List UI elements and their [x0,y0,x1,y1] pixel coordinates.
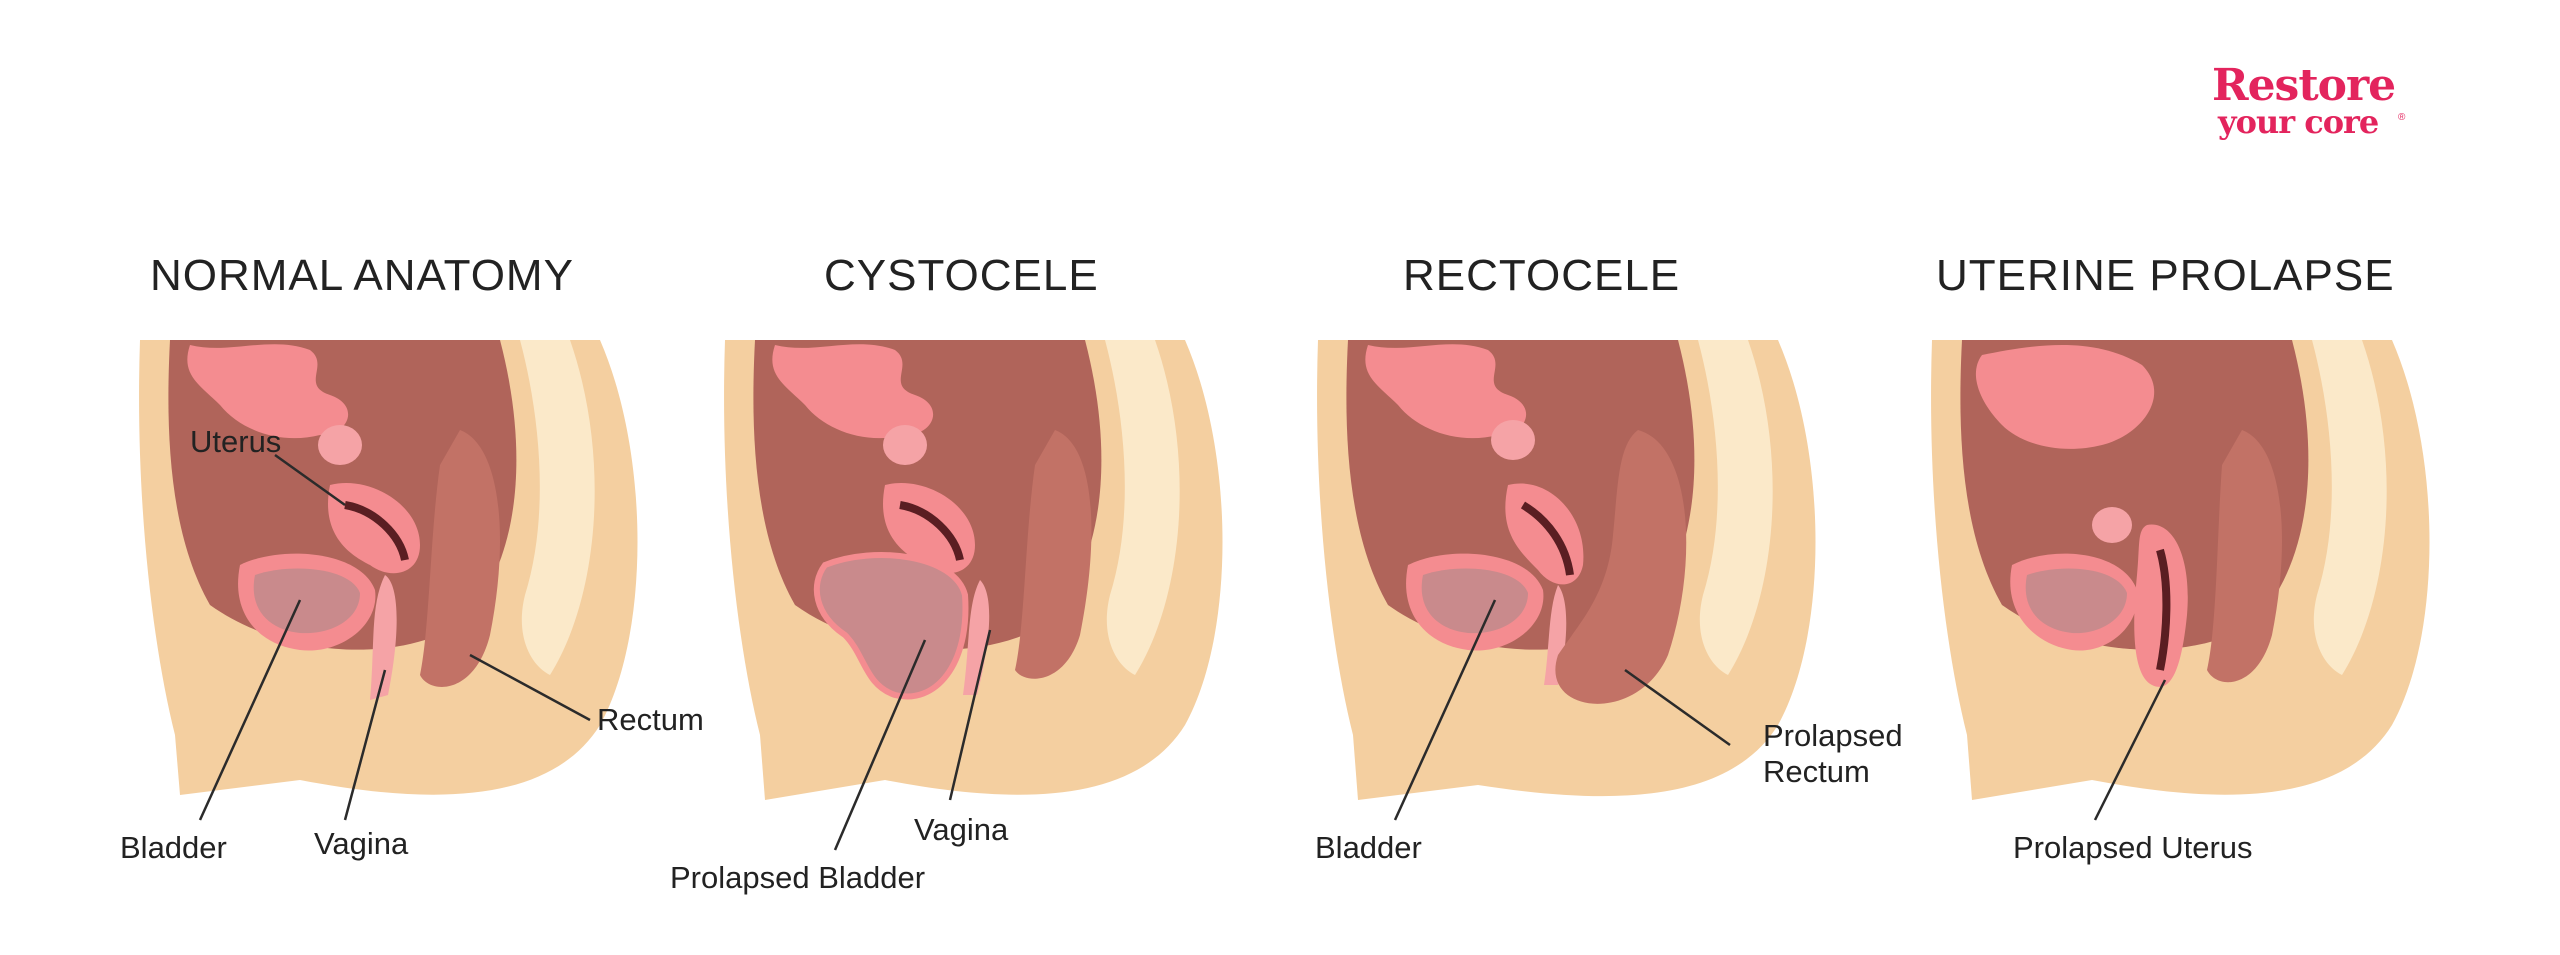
fat-layer [2312,340,2387,675]
label-prolapsed-rectum-line1: Prolapsed [1763,718,1903,753]
prolapsed-rectum [1555,430,1687,704]
intestines [187,344,349,439]
logo-registered-mark: ® [2398,112,2406,123]
uterus-cavity [899,501,964,562]
label-bladder-rectocele: Bladder [1315,830,1422,865]
bladder-inner [2025,568,2127,634]
leader-bladder-1 [198,599,302,821]
ovary [1491,420,1535,460]
label-vagina-normal: Vagina [314,826,409,861]
leader-prolapsed-rectum [1624,668,1731,747]
intestines [772,344,934,439]
leader-vagina-1 [343,669,387,821]
fat-layer [1698,340,1773,675]
uterus-cavity [2156,548,2171,671]
restore-your-core-logo: Restore your core ® [2212,60,2406,154]
label-uterus: Uterus [190,424,282,459]
rectum [2207,430,2282,683]
prolapsed-uterus [2134,524,2188,687]
intestines [1975,345,2155,449]
label-prolapsed-uterus: Prolapsed Uterus [2013,830,2253,865]
diagram-rectocele [1317,340,1816,800]
title-rectocele: RECTOCELE [1403,251,1681,300]
label-rectum: Rectum [597,702,704,737]
label-prolapsed-rectum-line2: Rectum [1763,754,1870,789]
logo-text-line2: your core [2218,103,2379,141]
title-uterine-prolapse: UTERINE PROLAPSE [1936,251,2395,300]
logo-text-line1: Restore [2212,60,2396,111]
ovary [2092,507,2132,543]
bladder-inner [253,568,360,634]
leader-prolapsed-bladder [833,639,927,851]
fat-layer [520,340,595,675]
diagram-uterine-prolapse [1931,340,2430,800]
rectum [1015,430,1092,679]
leader-uterus [274,453,346,507]
ovary [318,425,362,465]
title-cystocele: CYSTOCELE [824,251,1099,300]
ovary [883,425,927,465]
diagram-cystocele [724,340,1223,800]
intestines [1365,344,1527,439]
leader-prolapsed-uterus [2093,679,2167,821]
label-prolapsed-bladder: Prolapsed Bladder [670,860,926,895]
fat-layer [1105,340,1180,675]
leader-vagina-2 [948,629,992,801]
leader-bladder-3 [1393,599,1497,821]
label-vagina-cystocele: Vagina [914,812,1009,847]
leader-rectum [469,653,591,722]
bladder-inner [1421,568,1528,634]
uterus-cavity [1520,501,1574,576]
prolapsed-bladder [813,552,969,700]
vagina [370,575,397,700]
uterus-cavity [344,501,409,562]
label-bladder-normal: Bladder [120,830,227,865]
rectum [420,430,500,687]
title-normal-anatomy: NORMAL ANATOMY [150,251,574,300]
